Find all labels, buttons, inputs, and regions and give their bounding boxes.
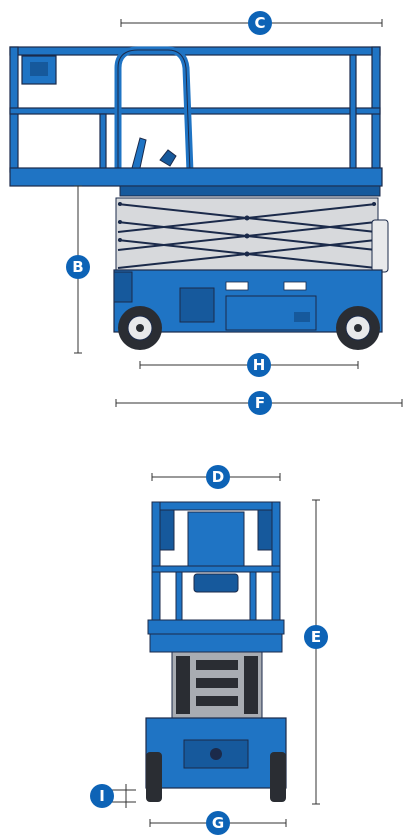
badge-h [247, 353, 271, 377]
badge-c [248, 11, 272, 35]
side-rear-wheel [336, 306, 380, 350]
badge-i [90, 784, 114, 808]
dimension-g: G [149, 811, 287, 835]
label-h: H [253, 356, 266, 374]
badge-e [304, 625, 328, 649]
front-chassis [145, 717, 287, 789]
side-front-wheel [118, 306, 162, 350]
badge-g [206, 811, 230, 835]
front-guardrail [151, 501, 281, 623]
control-box [21, 55, 57, 85]
label-g: G [212, 814, 224, 832]
front-deck-underside [149, 633, 283, 653]
dimension-c: C [120, 11, 383, 35]
dimension-f: F [115, 391, 403, 415]
front-view [145, 501, 287, 802]
dimension-e: E [304, 499, 328, 805]
badge-d [206, 465, 230, 489]
scissor-stack [115, 197, 389, 273]
label-d: D [212, 468, 224, 486]
side-guardrail [9, 46, 381, 173]
label-i: I [99, 787, 105, 805]
deck-latch [159, 149, 177, 167]
label-e: E [311, 628, 321, 646]
label-c: C [254, 14, 265, 32]
dimension-b: B [66, 185, 90, 354]
dimension-d: D [151, 465, 281, 489]
deck-extension-step [119, 185, 381, 197]
front-left-wheel [146, 752, 162, 802]
platform-deck [9, 167, 383, 187]
dimension-i: I [90, 784, 136, 808]
label-b: B [72, 258, 83, 276]
dimension-h: H [139, 353, 359, 377]
front-platform-deck [147, 619, 285, 635]
label-f: F [255, 394, 265, 412]
deck-lever [131, 137, 147, 169]
front-right-wheel [270, 752, 286, 802]
badge-f [248, 391, 272, 415]
side-view [9, 46, 389, 350]
badge-b [66, 255, 90, 279]
front-scissor-stack [171, 651, 263, 719]
